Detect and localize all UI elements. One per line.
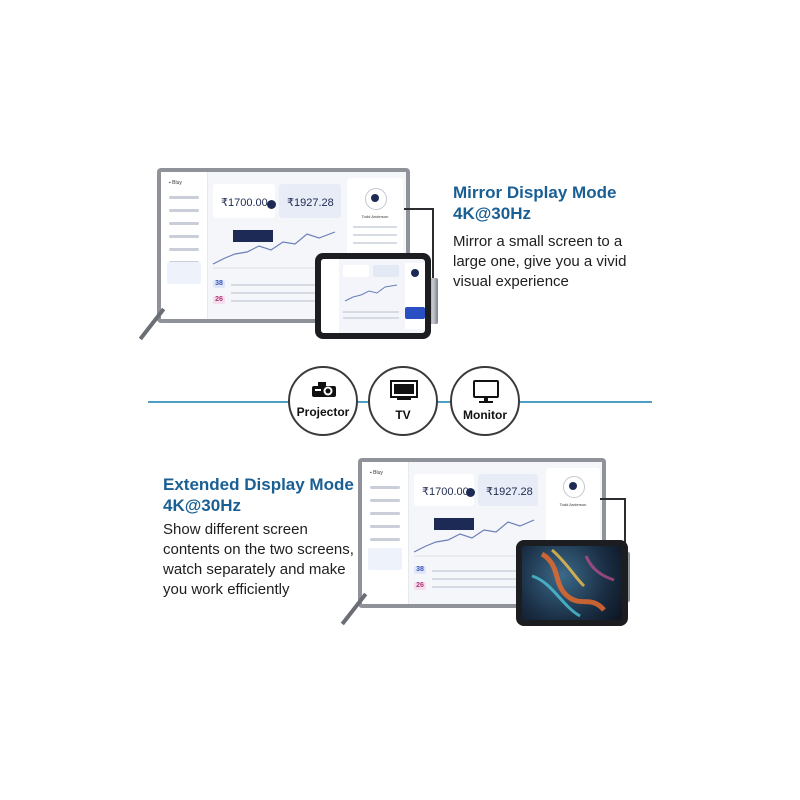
device-tv: TV: [368, 366, 438, 436]
badge-a-2: 38: [414, 566, 426, 574]
profile-name: Todd Anderson: [361, 214, 389, 219]
badge-b-2: 26: [414, 582, 426, 590]
badge-a: 38: [213, 280, 225, 288]
device-label-projector: Projector: [296, 405, 350, 419]
badge-b: 26: [213, 296, 225, 304]
extended-tablet: [516, 540, 628, 626]
mirror-mode-description: Mirror a small screen to a large one, gi…: [453, 233, 627, 290]
dashboard-sidebar: ▪ Bluy: [161, 172, 208, 319]
mirror-mode-title: Mirror Display Mode 4K@30Hz: [453, 183, 617, 223]
tv-icon: [390, 380, 418, 400]
price-primary-2: ₹1700.00: [422, 486, 469, 498]
device-monitor: Monitor: [450, 366, 520, 436]
price-primary: ₹1700.00: [221, 197, 268, 209]
profile-name-2: Todd Anderson: [559, 502, 587, 507]
monitor-icon: [473, 380, 499, 403]
price-card: [213, 184, 275, 218]
mirror-tablet: [315, 253, 431, 339]
price-secondary-2: ₹1927.28: [486, 486, 533, 498]
extended-mode-title: Extended Display Mode 4K@30Hz: [163, 475, 354, 515]
usb-c-hub: [428, 278, 438, 324]
tv-stand-left: [138, 307, 166, 341]
mirror-tv: ▪ Bluy ₹1700.00 ₹1927.28 38 26 Todd Ande…: [157, 168, 410, 323]
line-chart-graphic: [212, 231, 336, 269]
mirror-tv-screen: ▪ Bluy ₹1700.00 ₹1927.28 38 26 Todd Ande…: [161, 172, 406, 319]
line-chart-graphic-2: [413, 519, 535, 557]
device-label-monitor: Monitor: [463, 408, 507, 422]
projector-icon: [312, 382, 336, 397]
price-secondary: ₹1927.28: [287, 197, 334, 209]
extended-mode-description: Show different screen contents on the tw…: [163, 521, 354, 598]
tablet-wallpaper: [531, 548, 615, 618]
device-projector: Projector: [288, 366, 358, 436]
chart-tooltip: [233, 230, 273, 242]
device-label-tv: TV: [395, 408, 411, 422]
dashboard-sidebar-2: ▪ Bluy: [362, 462, 409, 604]
